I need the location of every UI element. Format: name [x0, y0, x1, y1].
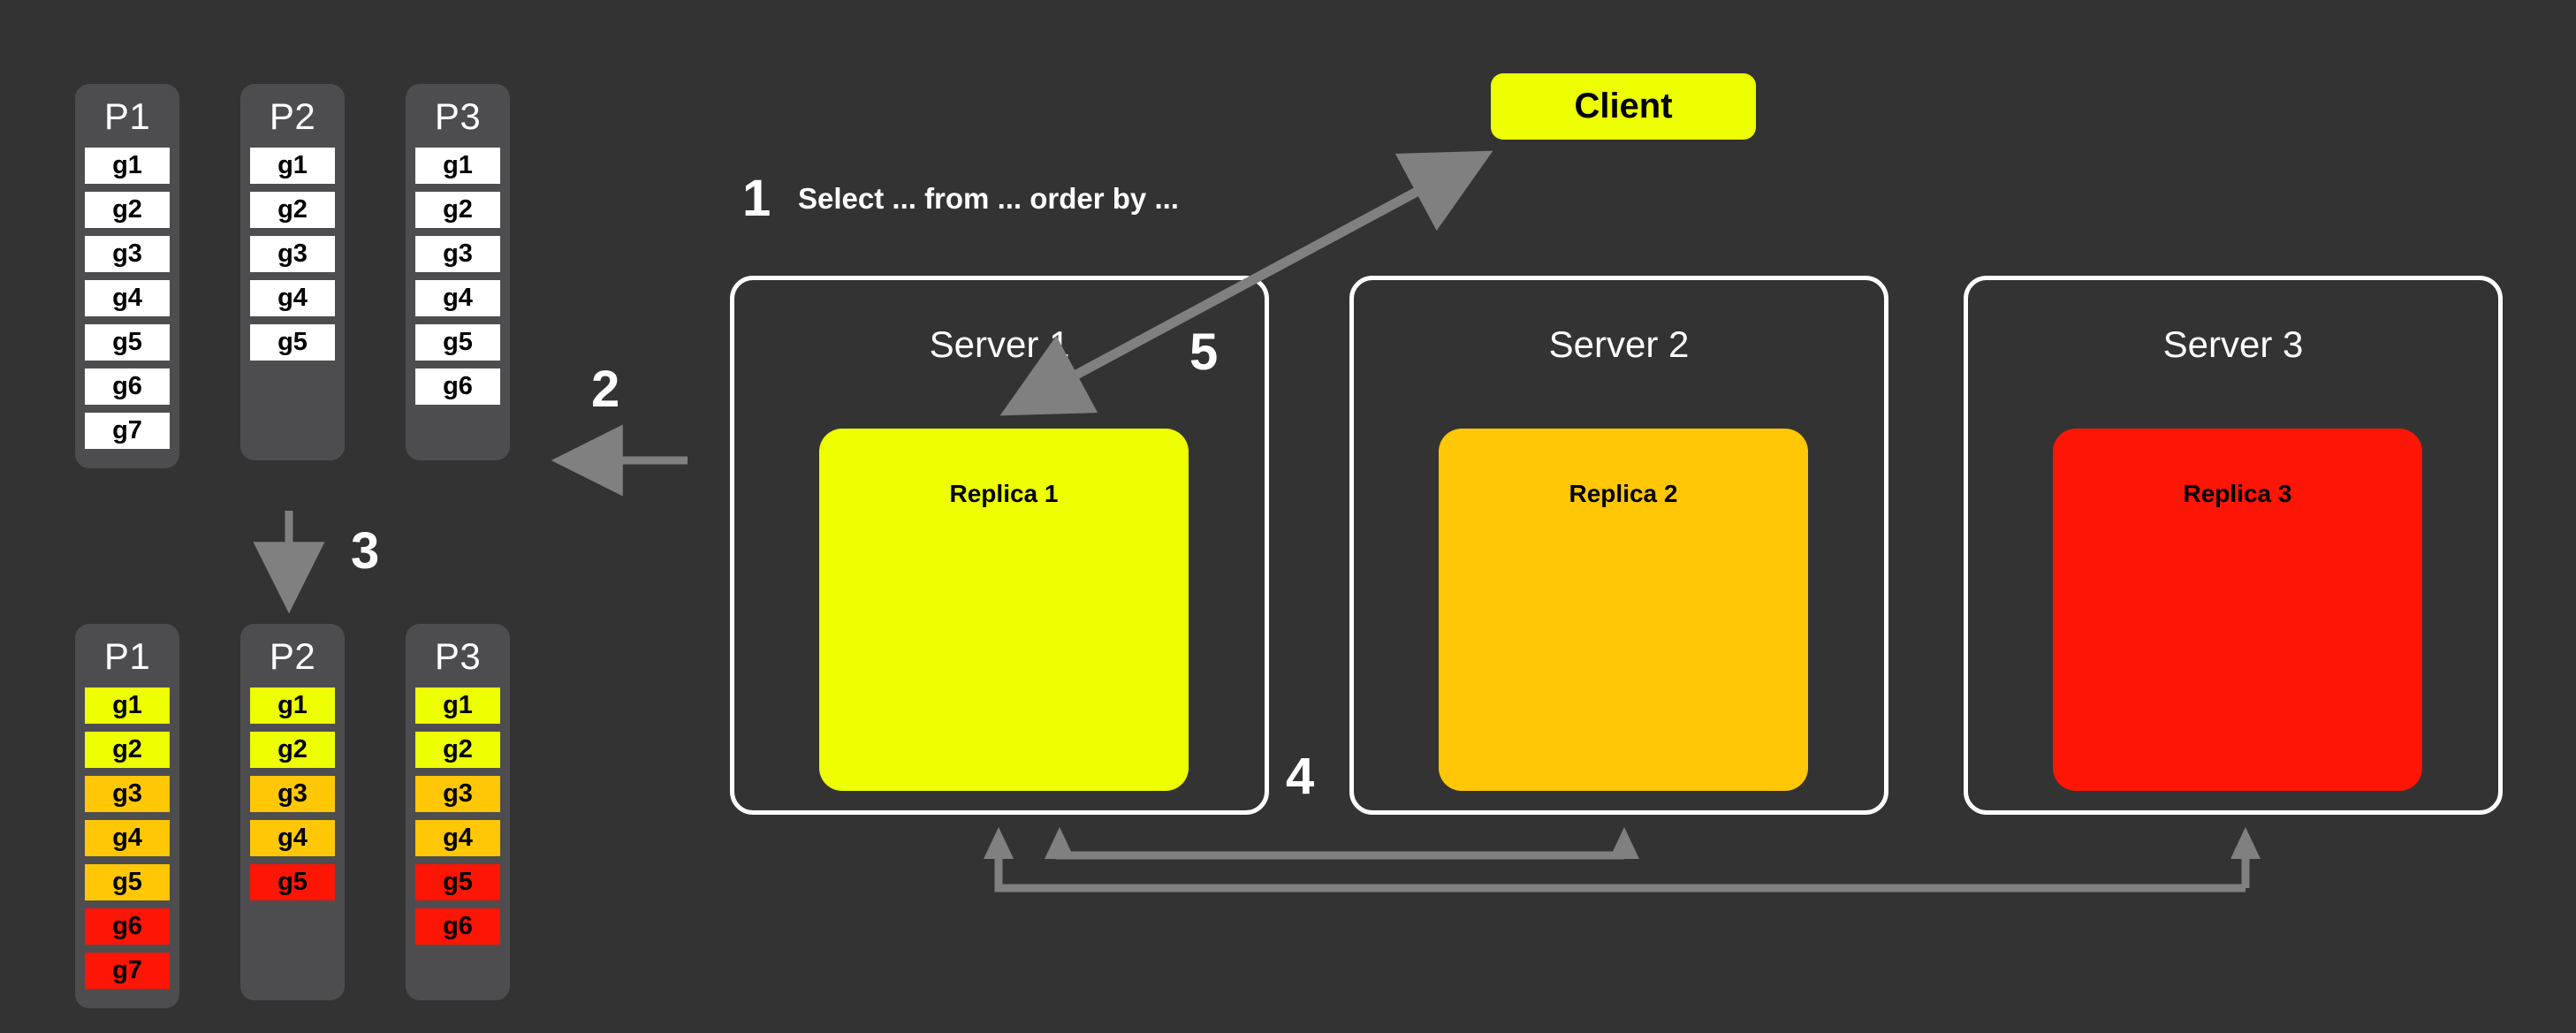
- server-panel-3: Server 3 Replica 3: [1964, 276, 2503, 815]
- partition-cell: g5: [415, 864, 500, 900]
- arrow-step-4-from-server-2: [1045, 827, 1624, 860]
- partition-cell: g5: [415, 324, 500, 361]
- step-1-label: 1: [742, 170, 771, 227]
- query-text: Select ... from ... order by ...: [798, 182, 1179, 215]
- server-title: Server 3: [2162, 323, 2304, 365]
- partition-card-after-p2: P2 g1 g2 g3 g4 g5: [240, 624, 345, 1000]
- partition-cells: g1 g2 g3 g4 g5: [240, 687, 345, 920]
- partition-cell: g2: [250, 192, 335, 228]
- server-panel-2: Server 2 Replica 2: [1349, 276, 1888, 815]
- partition-cell: g2: [250, 732, 335, 768]
- partition-cell: g2: [415, 732, 500, 768]
- client-label: Client: [1574, 87, 1673, 125]
- partition-title: P2: [269, 635, 316, 677]
- partition-cell: g6: [415, 368, 500, 405]
- partition-title: P2: [269, 95, 316, 137]
- arrow-step-4-from-server-3: [984, 827, 2261, 892]
- partition-cell: g3: [250, 236, 335, 272]
- partition-cells: g1 g2 g3 g4 g5 g6: [406, 687, 510, 964]
- client-box[interactable]: Client: [1491, 73, 1756, 140]
- partition-cell: g4: [250, 280, 335, 316]
- server-panel-1: Server 1 Replica 1: [730, 276, 1269, 815]
- partition-cells: g1 g2 g3 g4 g5: [240, 148, 345, 380]
- partition-cell: g1: [415, 148, 500, 184]
- partition-cell: g6: [415, 908, 500, 945]
- partition-cell: g4: [85, 820, 170, 856]
- replica-box-3[interactable]: Replica 3: [2053, 429, 2422, 791]
- partition-title: P1: [103, 95, 151, 137]
- partition-card-after-p3: P3 g1 g2 g3 g4 g5 g6: [406, 624, 510, 1000]
- replica-box-2[interactable]: Replica 2: [1439, 429, 1808, 791]
- partition-cell: g6: [85, 368, 170, 405]
- partition-cell: g1: [85, 148, 170, 184]
- partition-card-before-p3: P3 g1 g2 g3 g4 g5 g6: [406, 84, 510, 460]
- partition-cell: g7: [85, 953, 170, 989]
- partition-cell: g5: [250, 864, 335, 900]
- partition-cells: g1 g2 g3 g4 g5 g6: [406, 148, 510, 424]
- server-title: Server 1: [929, 323, 1070, 365]
- partition-cell: g3: [85, 236, 170, 272]
- partition-cell: g5: [250, 324, 335, 361]
- partition-cell: g1: [85, 687, 170, 724]
- partition-cell: g1: [250, 148, 335, 184]
- partition-card-before-p1: P1 g1 g2 g3 g4 g5 g6 g7: [75, 84, 179, 468]
- partition-cell: g4: [250, 820, 335, 856]
- partition-cell: g5: [85, 864, 170, 900]
- partition-cells: g1 g2 g3 g4 g5 g6 g7: [75, 148, 179, 468]
- partition-cell: g1: [250, 687, 335, 724]
- step-5-label: 5: [1189, 323, 1219, 381]
- step-3-label: 3: [351, 522, 380, 580]
- replica-label: Replica 2: [1569, 480, 1678, 507]
- replica-box-1[interactable]: Replica 1: [819, 429, 1189, 791]
- partition-cell: g2: [85, 732, 170, 768]
- partition-cell: g4: [85, 280, 170, 316]
- partition-cells: g1 g2 g3 g4 g5 g6 g7: [75, 687, 179, 1008]
- partition-title: P3: [434, 95, 482, 137]
- partition-cell: g3: [415, 776, 500, 812]
- partition-cell: g7: [85, 413, 170, 449]
- partition-cell: g1: [415, 687, 500, 724]
- partition-cell: g3: [415, 236, 500, 272]
- partition-cell: g3: [250, 776, 335, 812]
- partition-card-after-p1: P1 g1 g2 g3 g4 g5 g6 g7: [75, 624, 179, 1008]
- partition-cell: g3: [85, 776, 170, 812]
- partition-cell: g2: [415, 192, 500, 228]
- step-2-label: 2: [591, 361, 620, 418]
- partition-cell: g4: [415, 820, 500, 856]
- partition-cell: g2: [85, 192, 170, 228]
- partition-title: P3: [434, 635, 482, 677]
- partition-card-before-p2: P2 g1 g2 g3 g4 g5: [240, 84, 345, 460]
- partition-title: P1: [103, 635, 151, 677]
- step-4-label: 4: [1286, 748, 1315, 805]
- partition-cell: g5: [85, 324, 170, 361]
- server-title: Server 2: [1548, 323, 1690, 365]
- replica-label: Replica 1: [949, 480, 1059, 507]
- replica-label: Replica 3: [2183, 480, 2292, 507]
- partition-cell: g4: [415, 280, 500, 316]
- partition-cell: g6: [85, 908, 170, 945]
